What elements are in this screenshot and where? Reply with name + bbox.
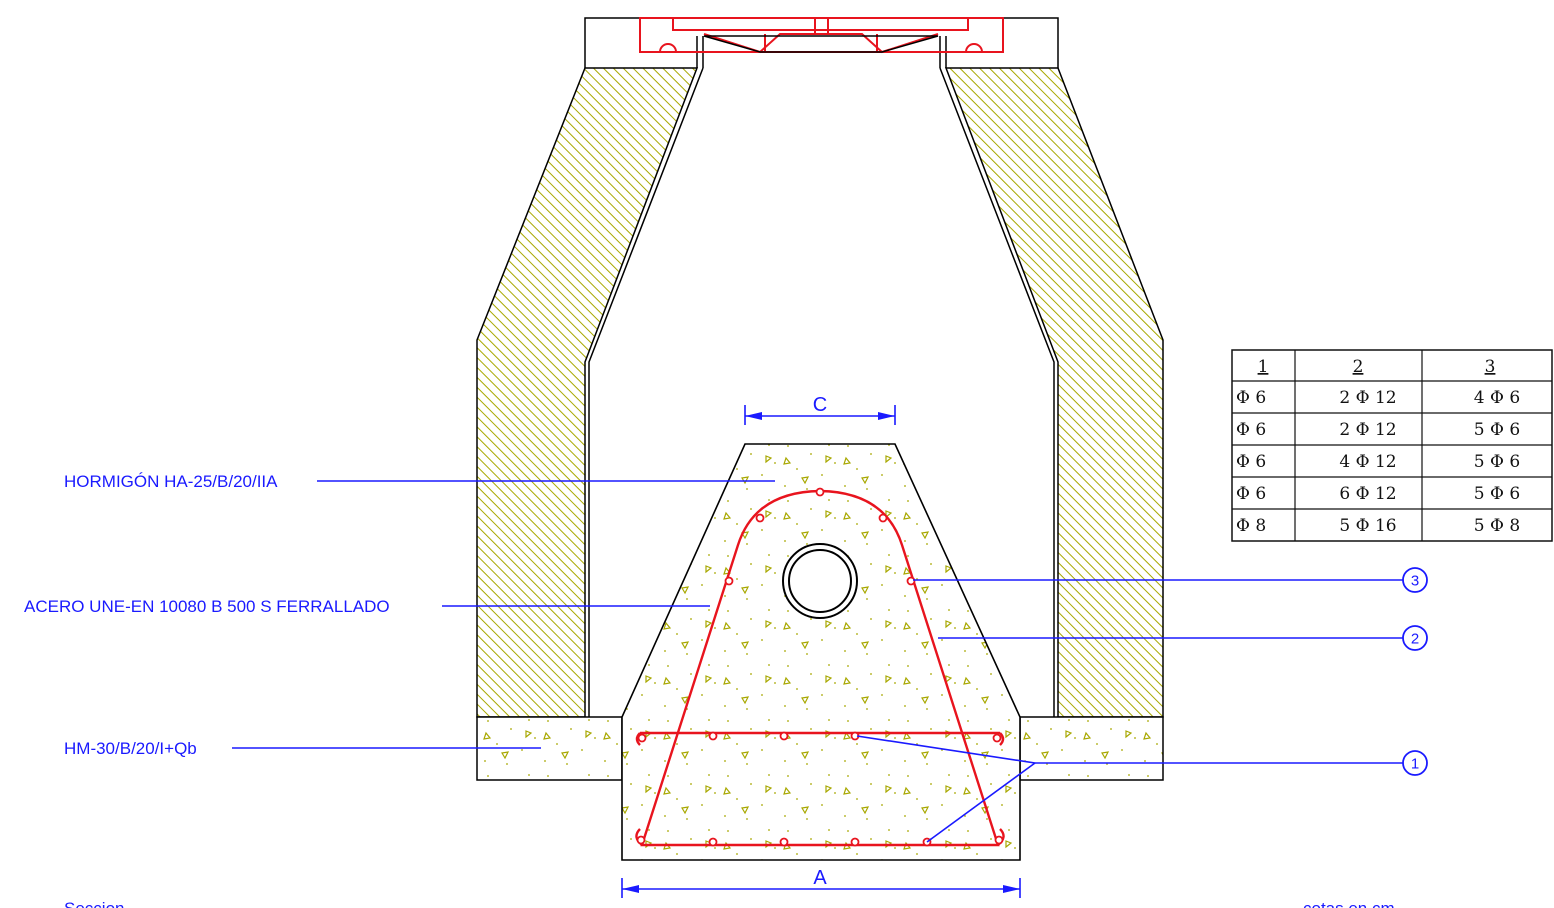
svg-text:1: 1 [1411, 756, 1419, 773]
dimension-a-label: A [813, 867, 827, 889]
dimension-c [744, 405, 896, 425]
left-wall-hatch [476, 67, 699, 718]
table-header-3: 3 [1485, 357, 1496, 377]
table-cell: 6 Φ 12 [1339, 484, 1396, 504]
marker-2: 2 [1402, 625, 1428, 651]
svg-text:2: 2 [1411, 631, 1419, 648]
table-cell: Φ 6 [1236, 388, 1266, 408]
table-cell: 5 Φ 6 [1474, 452, 1520, 472]
table-header-1: 1 [1258, 357, 1269, 377]
marker-1: 1 [1402, 750, 1428, 776]
manhole-cover [639, 17, 1004, 54]
section-caption: Seccion [64, 899, 124, 908]
concrete-block [621, 443, 1021, 861]
base-slab-right [1019, 716, 1164, 781]
table-cell: Φ 6 [1236, 484, 1266, 504]
rebar-points [636, 487, 1004, 847]
left-inner-face [588, 67, 704, 717]
table-cell: 5 Φ 8 [1474, 516, 1520, 536]
table-cell: 5 Φ 16 [1339, 516, 1396, 536]
table-cell: 2 Φ 12 [1339, 388, 1396, 408]
label-concrete: HORMIGÓN HA-25/B/20/IIA [64, 472, 278, 491]
table-header-2: 2 [1353, 357, 1364, 377]
top-frame [584, 17, 1059, 68]
table-cell: Φ 6 [1236, 420, 1266, 440]
pipe [782, 543, 858, 619]
table-cell: 4 Φ 6 [1474, 388, 1520, 408]
dimension-a [621, 878, 1021, 898]
marker-3: 3 [1402, 567, 1428, 593]
label-base: HM-30/B/20/I+Qb [64, 739, 197, 758]
svg-text:3: 3 [1411, 573, 1419, 590]
table-cell: Φ 6 [1236, 452, 1266, 472]
units-caption: cotas en cm [1303, 899, 1395, 908]
table-cell: 5 Φ 6 [1474, 484, 1520, 504]
reinforcement-table: 1 2 3 Φ 6 2 Φ 12 4 Φ 6 Φ 6 2 Φ 12 5 Φ 6 … [1231, 349, 1553, 542]
table-cell: 4 Φ 12 [1339, 452, 1396, 472]
table-cell: 2 Φ 12 [1339, 420, 1396, 440]
dimension-c-label: C [813, 394, 827, 416]
leader-lines [232, 480, 1403, 843]
right-inner-face [939, 67, 1055, 717]
table-cell: Φ 8 [1236, 516, 1266, 536]
table-cell: 5 Φ 6 [1474, 420, 1520, 440]
label-steel: ACERO UNE-EN 10080 B 500 S FERRALLADO [24, 597, 390, 616]
